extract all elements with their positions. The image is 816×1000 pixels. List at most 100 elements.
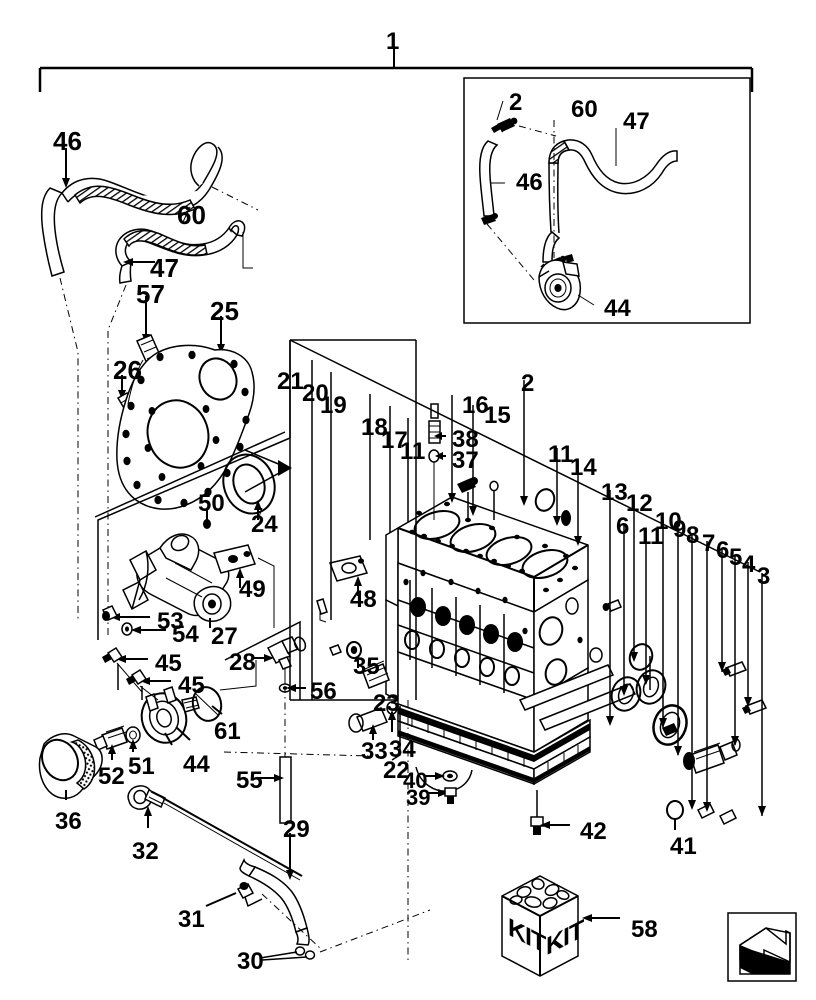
leaders-top-left — [59, 148, 259, 636]
callout-18: 18 — [361, 414, 388, 441]
callout-40: 40 — [403, 768, 428, 793]
fitting-28 — [253, 636, 307, 684]
callout-51: 51 — [128, 753, 155, 780]
callout-30: 30 — [237, 948, 264, 975]
right-leader-fan — [289, 339, 763, 816]
callout-38: 38 — [452, 426, 479, 453]
inset-detail-box — [463, 77, 751, 324]
callout-41: 41 — [670, 833, 697, 860]
callout-61: 61 — [214, 718, 241, 745]
kit-box-58 — [501, 875, 620, 977]
right-leader-arrows — [448, 493, 766, 816]
callout-31: 31 — [178, 906, 205, 933]
injector-parts — [428, 403, 499, 520]
callout-60: 60 — [177, 200, 206, 230]
callout-1: 1 — [386, 28, 400, 55]
right-parts-stack — [534, 488, 768, 830]
exploded-leader-frames — [94, 339, 416, 701]
callout-24: 24 — [251, 511, 278, 538]
callout-7: 7 — [702, 530, 716, 557]
callout-58: 58 — [631, 916, 658, 943]
clamp-lower-inset — [481, 213, 498, 225]
oil-seal-24 — [222, 453, 276, 521]
starter-motor-27 — [122, 533, 232, 628]
main-bracket-1 — [38, 46, 754, 92]
callout-46: 46 — [53, 126, 82, 156]
callout-27: 27 — [211, 623, 238, 650]
callout-45: 45 — [155, 650, 182, 677]
callout-25: 25 — [210, 296, 239, 326]
callout-4: 4 — [742, 551, 756, 578]
callout-33: 33 — [361, 738, 388, 765]
callout-15: 15 — [484, 402, 511, 429]
callout-2: 2 — [509, 89, 523, 116]
tube-55 — [256, 686, 292, 824]
callout-11: 11 — [400, 438, 426, 465]
callout-28: 28 — [229, 649, 256, 676]
callout-19: 19 — [320, 392, 347, 419]
callout-44: 44 — [604, 295, 631, 322]
dipstick-32 — [127, 785, 303, 881]
gasket-48 — [328, 555, 369, 596]
oil-cooler-assembly — [38, 646, 257, 800]
callout-16: 16 — [462, 392, 489, 419]
hose-assembly-top-left — [40, 141, 246, 284]
callout-37: 37 — [452, 447, 479, 474]
callout-53: 53 — [157, 608, 184, 635]
bolts-53-54 — [101, 605, 166, 636]
callout-29: 29 — [283, 816, 310, 843]
callout-3: 3 — [757, 563, 771, 590]
bottom-parts — [223, 660, 570, 960]
callout-14: 14 — [570, 454, 597, 481]
callout-50: 50 — [198, 490, 225, 517]
callout-23: 23 — [373, 690, 400, 717]
callout-54: 54 — [172, 621, 199, 648]
callout-17: 17 — [381, 427, 408, 454]
callout-52: 52 — [98, 763, 125, 790]
callout-32: 32 — [132, 838, 159, 865]
callout-20: 20 — [302, 380, 329, 407]
bracket-49 — [213, 544, 275, 628]
callout-47: 47 — [623, 108, 650, 135]
callout-12: 12 — [626, 490, 653, 517]
callout-5: 5 — [729, 544, 743, 571]
callout-39: 39 — [406, 785, 431, 810]
corner-logo — [727, 912, 797, 982]
callout-21: 21 — [277, 368, 304, 395]
oil-cooler-44-inset — [538, 254, 582, 311]
callout-34: 34 — [389, 736, 416, 763]
plug-35 — [329, 641, 362, 668]
callout-56: 56 — [310, 678, 337, 705]
callout-36: 36 — [55, 808, 82, 835]
washer-56 — [278, 683, 306, 693]
callout-10: 10 — [655, 508, 682, 535]
callout-57: 57 — [136, 279, 165, 309]
callout-60: 60 — [571, 96, 598, 123]
callout-45: 45 — [178, 672, 205, 699]
callout-2: 2 — [521, 370, 535, 397]
callout-8: 8 — [686, 522, 700, 549]
clamp-2-inset — [491, 117, 518, 133]
callout-42: 42 — [580, 818, 607, 845]
callout-47: 47 — [150, 253, 179, 283]
engine-block — [385, 496, 637, 792]
callout-6: 6 — [616, 513, 630, 540]
arrow-21 — [244, 449, 292, 493]
callout-11: 11 — [548, 441, 574, 468]
callout-55: 55 — [236, 767, 263, 794]
rod-near-48 — [316, 598, 328, 623]
callout-9: 9 — [673, 516, 687, 543]
oil-pipe-29 — [205, 833, 431, 961]
washer-50 — [203, 508, 211, 529]
callout-48: 48 — [350, 586, 377, 613]
callout-22: 22 — [383, 757, 410, 784]
callout-46: 46 — [516, 169, 543, 196]
callout-26: 26 — [113, 355, 142, 385]
callout-49: 49 — [239, 576, 266, 603]
callout-6: 6 — [716, 537, 730, 564]
callout-13: 13 — [601, 479, 628, 506]
callout-11: 11 — [638, 523, 664, 550]
callout-35: 35 — [353, 653, 380, 680]
